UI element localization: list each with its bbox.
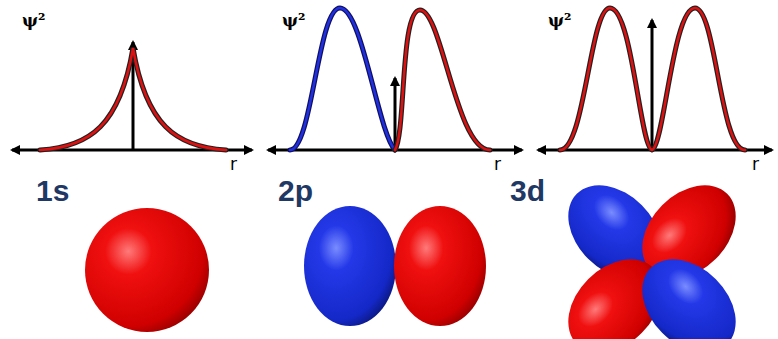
axis-label: ψ² — [282, 12, 305, 29]
axis-label: ψ² — [22, 12, 45, 29]
orbital-name: 1s — [36, 176, 69, 206]
p-orbital — [304, 206, 486, 326]
axis-label: r — [230, 156, 237, 173]
orbital-name: 3d — [510, 176, 545, 206]
axis-label: r — [494, 156, 501, 173]
d-orbital — [550, 167, 754, 339]
density-curves — [40, 8, 745, 150]
orbital-name: 2p — [278, 176, 313, 206]
s-orbital — [85, 208, 209, 332]
axis-label: ψ² — [548, 12, 571, 29]
axis-label: r — [752, 156, 759, 173]
